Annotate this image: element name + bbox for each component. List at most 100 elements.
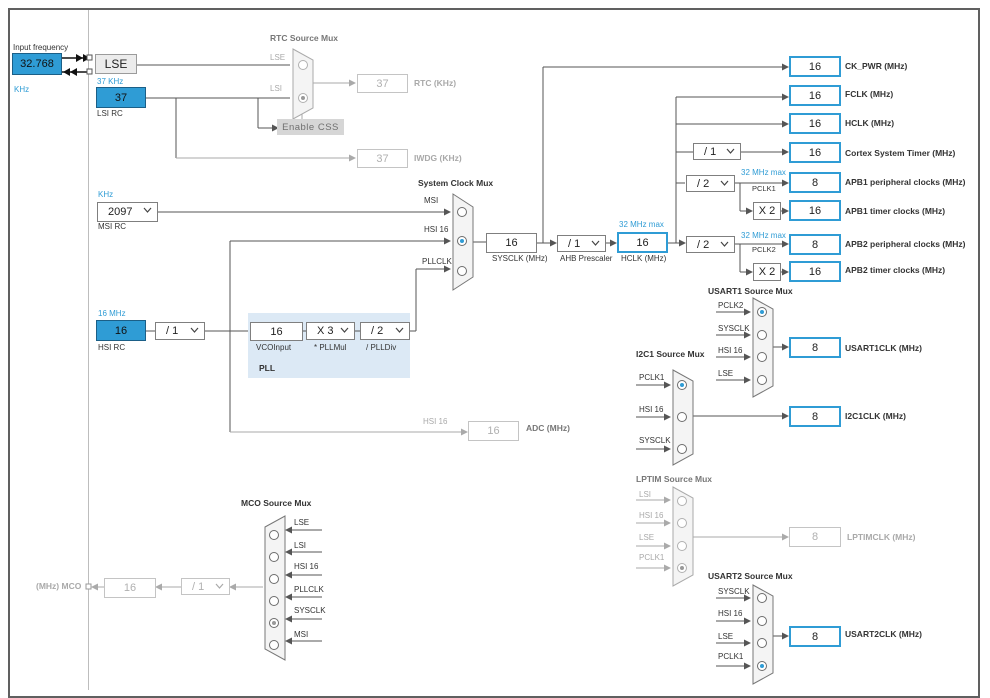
adc-output-field[interactable]: 16 [468,421,519,441]
rtc-source-mux [292,48,314,120]
chevron-down-icon [720,178,729,187]
chevron-down-icon [215,581,224,590]
lptim-radio-pclk1[interactable] [677,563,687,573]
msi-range-value: 2097 [108,206,133,218]
rtc-mux-radio-lse[interactable] [298,60,308,70]
mco-input-pllclk: PLLCLK [294,585,324,594]
ahb-prescaler-value: / 1 [568,237,581,250]
i2c1-radio-sysclk[interactable] [677,444,687,454]
fclk-label: FCLK (MHz) [845,89,894,99]
mco-radio-lse[interactable] [269,530,279,540]
usart2-input-hsi: HSI 16 [718,609,743,618]
msi-range-dropdown[interactable]: 2097 [97,202,158,222]
iwdg-output-field[interactable]: 37 [357,149,408,168]
usart1-radio-lse[interactable] [757,375,767,385]
usart1-output-field[interactable]: 8 [789,337,841,358]
usart2-output-label: USART2CLK (MHz) [845,629,922,639]
usart2-radio-sysclk[interactable] [757,593,767,603]
mco-radio-sysclk[interactable] [269,618,279,628]
lse-link-arrows [62,54,93,590]
mco-radio-msi[interactable] [269,640,279,650]
apb2-prescaler-dropdown[interactable]: / 2 [686,236,735,253]
usart1-source-mux [752,297,774,398]
sysclk-radio-msi[interactable] [457,207,467,217]
usart1-mux-title: USART1 Source Mux [708,286,793,296]
hsi-rc-label: HSI RC [98,343,126,352]
mco-radio-hsi[interactable] [269,574,279,584]
usart2-input-lse: LSE [718,632,734,641]
sysclk-field[interactable]: 16 [486,233,537,253]
hclk-field[interactable]: 16 [617,232,668,253]
cortex-divider-dropdown[interactable]: / 1 [693,143,741,160]
lptim-mux-title: LPTIM Source Mux [636,474,713,484]
i2c1-radio-pclk1[interactable] [677,380,687,390]
sysclk-radio-pll[interactable] [457,266,467,276]
usart2-mux-title: USART2 Source Mux [708,571,793,581]
mco-divider-dropdown[interactable]: / 1 [181,578,230,595]
pll-div-dropdown[interactable]: / 2 [360,322,410,340]
pll-title: PLL [259,363,276,373]
sysclk-label: SYSCLK (MHz) [492,254,548,263]
mco-mux-title: MCO Source Mux [241,498,312,508]
sysclk-mux-input-hsi: HSI 16 [424,225,449,234]
msi-unit-label: KHz [98,190,114,199]
lptim-radio-lsi[interactable] [677,496,687,506]
usart1-radio-hsi[interactable] [757,352,767,362]
apb1-timer-field[interactable]: 16 [789,200,841,221]
i2c1-radio-hsi[interactable] [677,412,687,422]
apb2-peripheral-field[interactable]: 8 [789,234,841,255]
mco-output-field[interactable]: 16 [104,578,156,598]
enable-css-button[interactable]: Enable CSS [277,119,344,135]
usart2-input-sysclk: SYSCLK [718,587,750,596]
hsi-rc-field[interactable]: 16 [96,320,146,341]
i2c1-output-field[interactable]: 8 [789,406,841,427]
usart2-radio-lse[interactable] [757,638,767,648]
input-frequency-field[interactable]: 32.768 [12,53,62,75]
cortex-divider-value: / 1 [704,145,717,158]
lptim-output-field[interactable]: 8 [789,527,841,547]
lse-oscillator[interactable]: LSE [95,54,137,74]
sysclk-radio-hsi[interactable] [457,236,467,246]
lptim-source-mux [672,486,694,587]
ck-pwr-field[interactable]: 16 [789,56,841,77]
hsi-divider-dropdown[interactable]: / 1 [155,322,205,340]
cortex-timer-field[interactable]: 16 [789,142,841,163]
ahb-prescaler-dropdown[interactable]: / 1 [557,235,606,252]
hclk-output-label: HCLK (MHz) [845,118,895,128]
lsi-rc-label: LSI RC [97,109,123,118]
adc-output-label: ADC (MHz) [526,423,570,433]
apb2-timer-field[interactable]: 16 [789,261,841,282]
usart1-radio-sysclk[interactable] [757,330,767,340]
apb1-max-label: 32 MHz max [741,168,786,177]
pll-vco-input-label: VCOInput [256,343,292,352]
usart2-radio-pclk1[interactable] [757,661,767,671]
ahb-prescaler-label: AHB Prescaler [560,254,613,263]
i2c1-output-label: I2C1CLK (MHz) [845,411,906,421]
mco-radio-lsi[interactable] [269,552,279,562]
usart2-radio-hsi[interactable] [757,616,767,626]
fclk-field[interactable]: 16 [789,85,841,106]
mco-radio-pllclk[interactable] [269,596,279,606]
lptim-radio-lse[interactable] [677,541,687,551]
rtc-output-field[interactable]: 37 [357,74,408,93]
hclk-output-field[interactable]: 16 [789,113,841,134]
rtc-mux-radio-lsi[interactable] [298,93,308,103]
apb1-peripheral-field[interactable]: 8 [789,172,841,193]
usart1-radio-pclk2[interactable] [757,307,767,317]
apb1-prescaler-dropdown[interactable]: / 2 [686,175,735,192]
lptim-radio-hsi[interactable] [677,518,687,528]
chevron-down-icon [720,239,729,248]
i2c1-input-hsi: HSI 16 [639,405,664,414]
usart2-source-mux [752,584,774,685]
usart2-output-field[interactable]: 8 [789,626,841,647]
input-frequency-label: Input frequency [13,43,69,52]
mco-output-label: (MHz) MCO [36,581,82,591]
pll-div-value: / 2 [371,325,384,337]
pll-vco-input-field[interactable]: 16 [250,322,303,341]
pll-div-label: / PLLDiv [366,343,397,352]
pll-mul-dropdown[interactable]: X 3 [306,322,355,340]
sysclk-mux-input-pll: PLLCLK [422,257,452,266]
lsi-rc-field[interactable]: 37 [96,87,146,108]
system-clock-mux-title: System Clock Mux [418,178,494,188]
